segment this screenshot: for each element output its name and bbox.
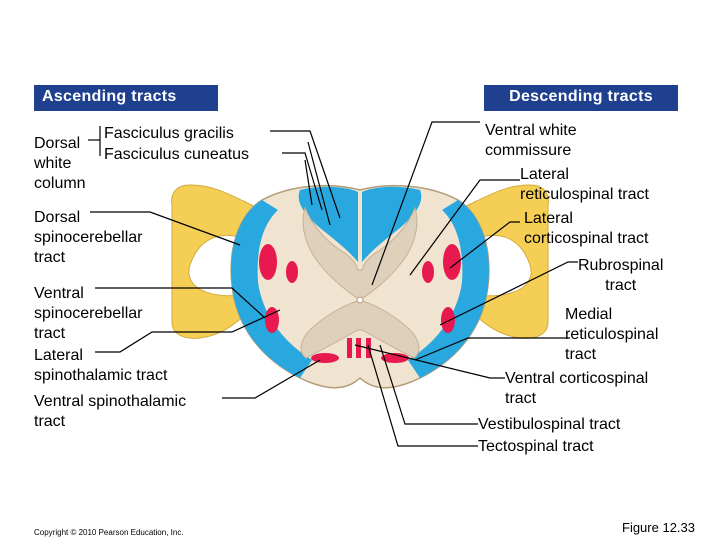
label-medial-reticulospinal-tract: Medial reticulospinal tract — [565, 306, 659, 363]
gray-matter — [300, 206, 420, 359]
label-lateral-spinothalamic-tract: Lateral spinothalamic tract — [34, 347, 168, 384]
ascending-tract-right-lateral — [408, 200, 489, 378]
central-canal — [356, 296, 364, 304]
label-fasciculus-gracilis: Fasciculus gracilis — [104, 125, 234, 142]
label-tectospinal-tract: Tectospinal tract — [478, 438, 594, 455]
label-fasciculus-cuneatus: Fasciculus cuneatus — [104, 146, 249, 163]
ascending-tract-left-lateral — [231, 200, 312, 378]
label-vestibulospinal-tract: Vestibulospinal tract — [478, 416, 621, 433]
label-ventral-spinothalamic-tract: Ventral spinothalamic tract — [34, 393, 187, 430]
figure-number: Figure 12.33 — [622, 520, 695, 535]
dorsal-white-column-tract — [298, 186, 358, 262]
label-dorsal-spinocerebellar-tract: Dorsal spinocerebellar tract — [34, 209, 143, 266]
label-ventral-white-commissure: Ventral white commissure — [485, 122, 577, 159]
ascending-tracts-header: Ascending tracts — [34, 85, 218, 111]
descending-tracts-header: Descending tracts — [484, 85, 678, 111]
label-lateral-corticospinal-tract: Lateral corticospinal tract — [524, 210, 649, 247]
leader-lines — [88, 121, 578, 447]
label-lateral-reticulospinal-tract: Lateral reticulospinal tract — [520, 166, 649, 203]
label-ventral-corticospinal-tract: Ventral corticospinal tract — [505, 370, 649, 407]
copyright-text: Copyright © 2010 Pearson Education, Inc. — [34, 528, 184, 537]
label-dorsal-white-column: Dorsal white column — [34, 135, 86, 192]
label-rubrospinal-tract: Rubrospinal tract — [578, 257, 664, 294]
dorsal-white-column-tract-right — [362, 186, 422, 262]
label-ventral-spinocerebellar-tract: Ventral spinocerebellar tract — [34, 285, 143, 342]
